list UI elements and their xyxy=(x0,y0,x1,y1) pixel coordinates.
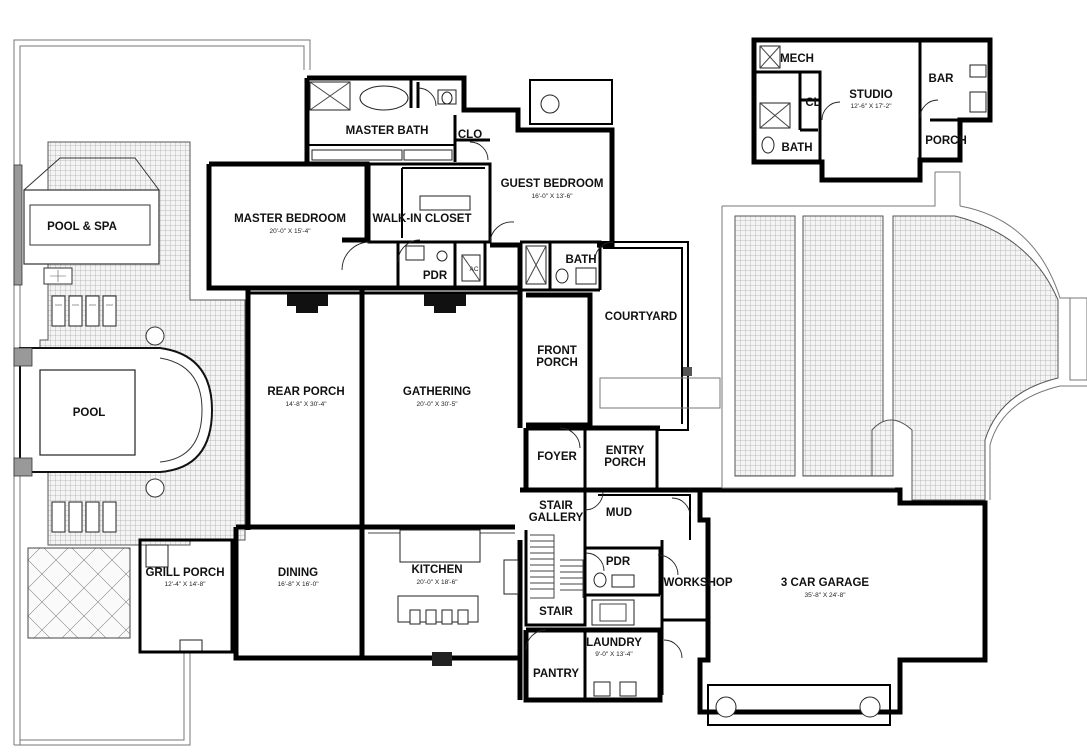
label-bar: BAR xyxy=(929,73,955,85)
fixtures xyxy=(309,79,637,697)
label-guest-bedroom: GUEST BEDROOM xyxy=(501,178,604,190)
dims-rear-porch: 14'-8" X 30'-4" xyxy=(285,401,327,408)
label-ac: AC xyxy=(469,266,478,273)
label-walk-in-closet: WALK-IN CLOSET xyxy=(372,213,471,225)
dims-laundry: 9'-0" X 13'-4" xyxy=(595,651,633,658)
label-front-porch-2: PORCH xyxy=(536,357,578,369)
label-pdr-lower: PDR xyxy=(606,556,631,568)
dims-kitchen: 20'-0" X 18'-6" xyxy=(416,579,458,586)
dims-garage: 35'-8" X 24'-8" xyxy=(804,592,846,599)
label-cl: CL xyxy=(805,97,820,109)
staircase xyxy=(530,534,584,599)
label-pantry: PANTRY xyxy=(533,668,579,680)
room-labels: MASTER BATH CLO GUEST BEDROOM 16'-0" X 1… xyxy=(47,53,967,680)
terrace xyxy=(27,547,131,639)
label-bath-studio: BATH xyxy=(781,142,812,154)
label-pool: POOL xyxy=(73,407,106,419)
paver-bay-1 xyxy=(734,215,796,477)
paver-bay-2 xyxy=(802,215,884,477)
label-master-bath: MASTER BATH xyxy=(346,125,429,137)
dims-guest-bedroom: 16'-0" X 13'-6" xyxy=(531,193,573,200)
label-kitchen: KITCHEN xyxy=(411,564,462,576)
label-clo: CLO xyxy=(458,129,482,141)
label-entry-porch-2: PORCH xyxy=(604,457,646,469)
label-grill-porch: GRILL PORCH xyxy=(145,567,224,579)
label-workshop: WORKSHOP xyxy=(664,577,733,589)
label-laundry: LAUNDRY xyxy=(586,637,642,649)
label-pdr-upper: PDR xyxy=(423,270,448,282)
label-mech: MECH xyxy=(780,53,814,65)
label-porch-studio: PORCH xyxy=(925,135,967,147)
label-studio: STUDIO xyxy=(849,89,893,101)
label-foyer: FOYER xyxy=(537,451,577,463)
label-bath-guest: BATH xyxy=(565,254,596,266)
dims-dining: 16'-8" X 16'-0" xyxy=(277,581,319,588)
lounger-group-bottom xyxy=(51,501,117,533)
pool-area xyxy=(13,39,311,746)
label-front-porch-1: FRONT xyxy=(537,345,577,357)
dims-master-bedroom: 20'-0" X 15'-4" xyxy=(269,228,311,235)
studio-building xyxy=(751,37,993,183)
motor-court xyxy=(721,171,1087,501)
main-house-walls xyxy=(138,75,988,726)
dims-studio: 12'-6" X 17'-2" xyxy=(850,103,892,110)
doors xyxy=(341,87,691,659)
paver-court xyxy=(871,215,1059,501)
label-stair: STAIR xyxy=(539,606,573,618)
label-dining: DINING xyxy=(278,567,318,579)
dims-gathering: 20'-0" X 30'-5" xyxy=(416,401,458,408)
label-stair-gallery-1: STAIR xyxy=(539,500,573,512)
lounger-group-top xyxy=(51,295,117,327)
label-gathering: GATHERING xyxy=(403,386,471,398)
label-entry-porch-1: ENTRY xyxy=(606,445,645,457)
label-master-bedroom: MASTER BEDROOM xyxy=(234,213,346,225)
label-rear-porch: REAR PORCH xyxy=(267,386,344,398)
dims-grill-porch: 12'-4" X 14'-8" xyxy=(164,581,206,588)
label-pool-spa: POOL & SPA xyxy=(47,221,117,233)
label-garage: 3 CAR GARAGE xyxy=(781,577,870,589)
label-courtyard: COURTYARD xyxy=(605,311,677,323)
label-stair-gallery-2: GALLERY xyxy=(529,512,584,524)
label-mud: MUD xyxy=(606,507,632,519)
